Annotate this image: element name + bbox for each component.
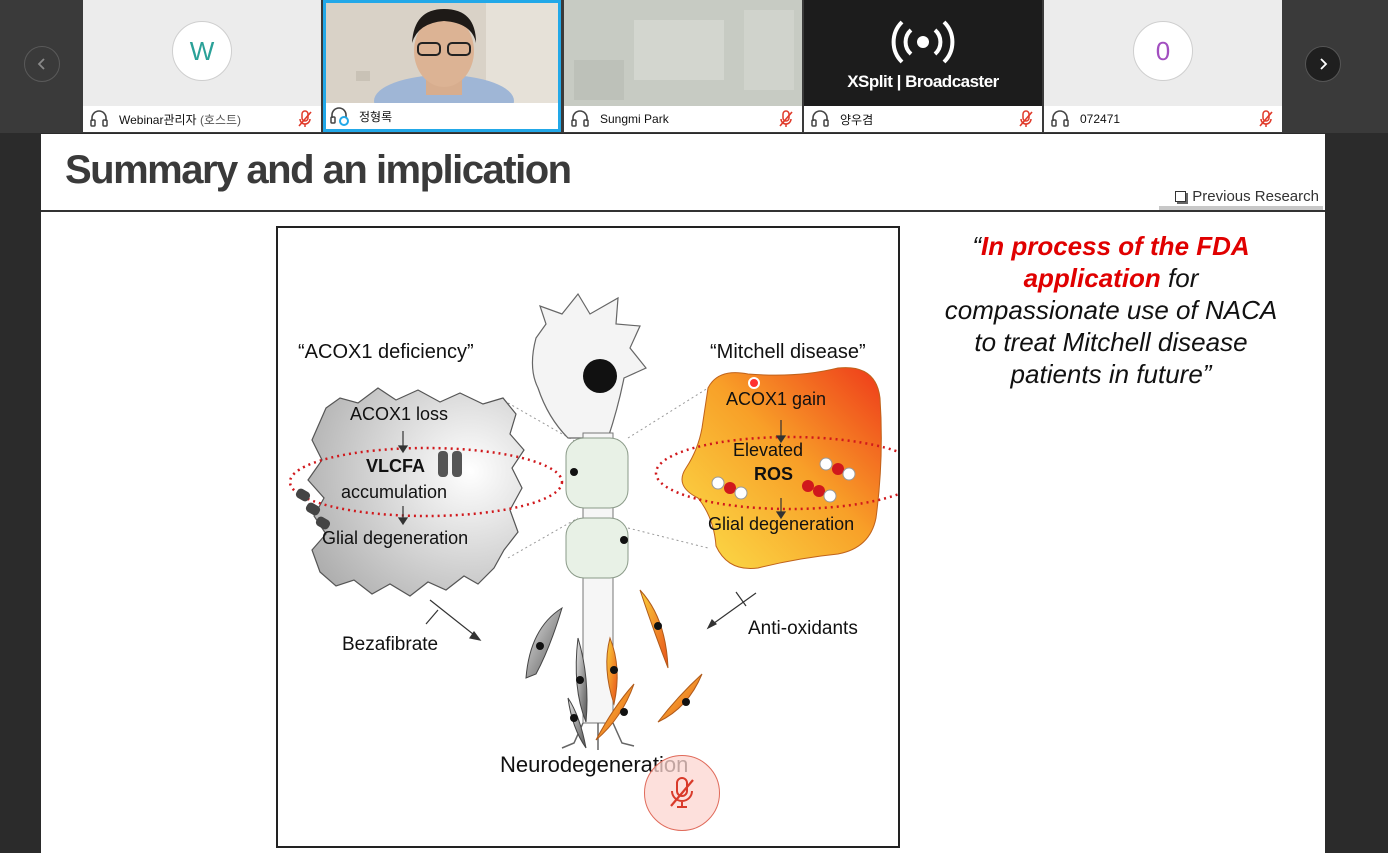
left-step-3: accumulation <box>341 482 448 502</box>
title-divider <box>41 210 1325 212</box>
left-step-4: Glial degeneration <box>322 528 469 548</box>
left-step-2: VLCFA <box>366 456 426 476</box>
mechanism-figure: “ACOX1 deficiency” “Mitchell disease” AC… <box>276 226 900 848</box>
fda-quote: “In process of the FDA application for c… <box>941 230 1281 390</box>
participant-video <box>564 0 802 106</box>
previous-research-link[interactable]: Previous Research <box>1175 188 1319 205</box>
right-step-2: Elevated <box>733 440 804 460</box>
video-overlay-text: XSplit | Broadcaster <box>847 72 999 91</box>
right-step-4: Glial degeneration <box>708 514 855 534</box>
deficient-glial-cell <box>307 387 525 597</box>
avatar: 0 <box>1133 21 1193 81</box>
mic-muted-icon[interactable] <box>297 110 313 128</box>
participant-namebar: Sungmi Park <box>564 106 802 132</box>
connector-line <box>507 517 579 559</box>
headset-icon <box>1051 110 1069 127</box>
highlight-ellipse-left <box>288 446 564 518</box>
slide-title: Summary and an implication <box>65 148 572 192</box>
left-heading: “ACOX1 deficiency” <box>298 341 474 363</box>
participant-name-text: Webinar관리자 <box>119 112 197 127</box>
participant-strip: W Webinar관리자 (호스트) 정형록 <box>0 0 1388 133</box>
right-step-1: ACOX1 gain <box>726 389 827 409</box>
connector-line <box>507 402 579 444</box>
highlight-ellipse-right <box>654 435 898 511</box>
participant-tile-xsplit[interactable]: XSplit | Broadcaster 양우겸 <box>804 0 1042 132</box>
next-page-button[interactable] <box>1305 46 1341 82</box>
connector-line <box>627 387 709 439</box>
shared-slide: Summary and an implication Previous Rese… <box>41 134 1325 853</box>
broadcast-icon <box>891 20 955 64</box>
right-step-3: ROS <box>754 464 794 484</box>
checkbox-bullet-icon <box>1175 191 1187 202</box>
headset-icon <box>571 110 589 127</box>
headset-speaking-icon <box>330 107 349 126</box>
mic-muted-icon <box>670 777 694 808</box>
connector-line <box>627 527 709 549</box>
chevron-right-icon <box>1320 58 1328 70</box>
participant-tile-speaker[interactable]: 정형록 <box>323 0 561 132</box>
avatar: W <box>172 21 232 81</box>
participant-namebar: Webinar관리자 (호스트) <box>83 106 321 132</box>
ros-molecule-icon <box>711 377 856 503</box>
participant-name: 072471 <box>1080 112 1121 126</box>
right-heading: “Mitchell disease” <box>710 341 866 363</box>
neuron-illustration <box>531 292 647 750</box>
participant-namebar: 072471 <box>1044 106 1282 132</box>
host-badge: (호스트) <box>199 112 242 127</box>
previous-page-button[interactable] <box>24 46 60 82</box>
quote-highlight: In process of the FDA application <box>980 231 1250 293</box>
avatar-initial: 0 <box>1155 35 1171 66</box>
figure-diagram <box>288 292 898 750</box>
headset-icon <box>90 110 108 127</box>
mic-muted-icon[interactable] <box>1258 110 1274 128</box>
participant-name: 정형록 <box>359 109 393 124</box>
participant-namebar: 정형록 <box>326 103 558 129</box>
participant-tile-sungmi[interactable]: Sungmi Park <box>564 0 802 132</box>
participant-name: Sungmi Park <box>600 112 669 126</box>
left-step-1: ACOX1 loss <box>350 404 449 424</box>
right-treatment: Anti-oxidants <box>748 618 858 639</box>
mic-muted-overlay[interactable] <box>644 755 720 831</box>
chevron-left-icon <box>37 58 45 70</box>
participant-tile-host[interactable]: W Webinar관리자 (호스트) <box>83 0 321 132</box>
flow-arrows <box>397 420 787 641</box>
mic-muted-icon[interactable] <box>778 110 794 128</box>
degenerating-cells <box>525 589 703 749</box>
previous-research-label: Previous Research <box>1192 188 1319 205</box>
left-treatment: Bezafibrate <box>342 634 439 655</box>
avatar-initial: W <box>189 35 215 66</box>
participant-namebar: 양우겸 <box>804 106 1042 132</box>
mitchell-glial-cell <box>681 367 882 570</box>
participant-name: Webinar관리자 (호스트) <box>119 111 241 128</box>
participant-tile-072471[interactable]: 0 072471 <box>1044 0 1282 132</box>
quote-rest: for compassionate use of NACA to treat M… <box>944 263 1278 389</box>
participant-video <box>326 3 558 109</box>
participant-name: 양우겸 <box>840 112 874 127</box>
mic-muted-icon[interactable] <box>1018 110 1034 128</box>
headset-icon <box>811 110 829 127</box>
quote-open-mark: “ <box>972 231 981 261</box>
vlcfa-molecule-icon <box>295 451 462 530</box>
previous-research-underline <box>1159 206 1323 210</box>
